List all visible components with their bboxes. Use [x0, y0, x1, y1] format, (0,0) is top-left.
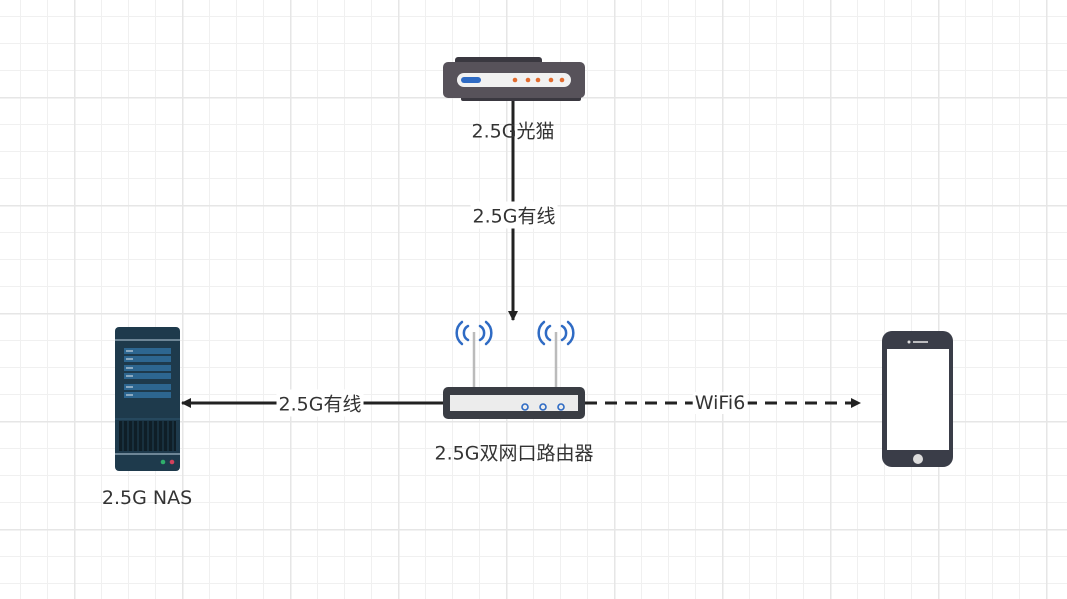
- nas-server-icon[interactable]: [115, 327, 180, 471]
- modem-icon[interactable]: [443, 57, 585, 101]
- router-label: 2.5G双网口路由器: [434, 442, 594, 465]
- smartphone-icon[interactable]: [882, 331, 953, 467]
- router-icon[interactable]: [443, 320, 585, 419]
- wifi-wave-icon: [455, 320, 575, 346]
- modem-label: 2.5G光猫: [471, 120, 555, 143]
- edge-label-router-nas: 2.5G有线: [276, 389, 364, 417]
- nas-label: 2.5G NAS: [101, 487, 193, 509]
- edge-label-modem-router: 2.5G有线: [470, 201, 558, 229]
- edge-label-router-phone: WiFi6: [692, 392, 748, 414]
